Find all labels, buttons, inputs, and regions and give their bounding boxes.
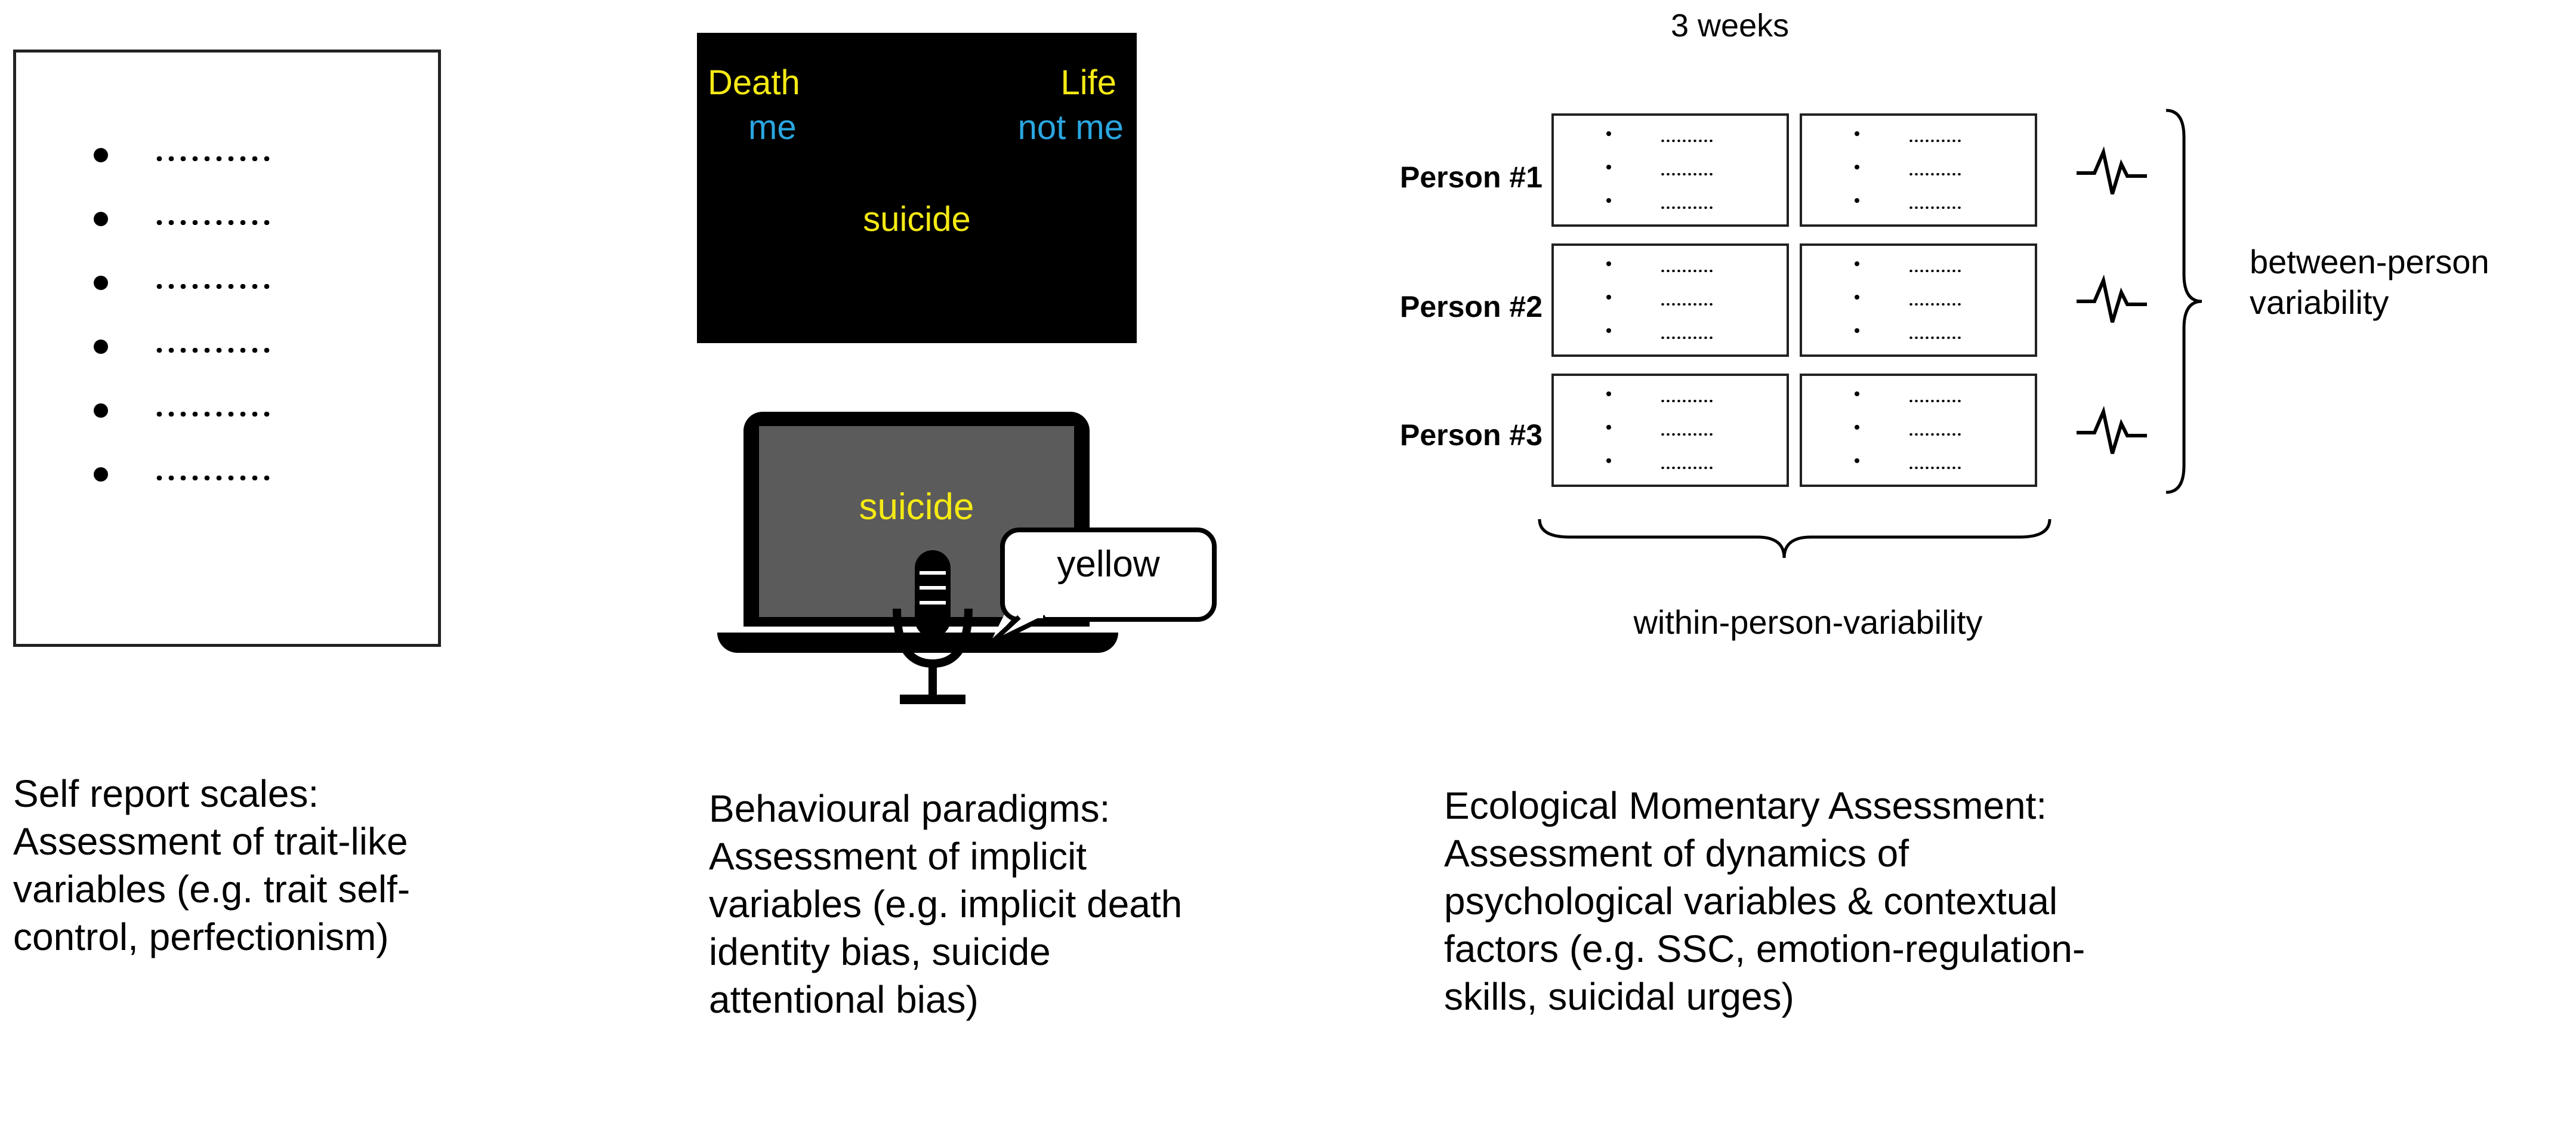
ema-dotted-line: [1660, 400, 1715, 402]
ema-bullet: [1606, 391, 1611, 396]
self-report-caption: Self report scales: Assessment of trait-…: [13, 772, 411, 958]
ema-dotted-line: [1908, 337, 1963, 339]
between-person-label: between-person variability: [2250, 243, 2489, 321]
microphone-and-speech-bubble: [893, 528, 1217, 704]
ema-bullet: [1606, 198, 1611, 203]
signal-trace-icon: [2077, 406, 2147, 454]
ema-week-box: [1551, 113, 1789, 227]
person-label: Person #2: [1399, 290, 1542, 323]
ema-bullet: [1855, 328, 1859, 333]
ema-bullet: [1855, 261, 1859, 266]
ema-dotted-line: [1908, 173, 1963, 175]
questionnaire-sheet: [13, 50, 441, 647]
speech-bubble-text: yellow: [1057, 544, 1160, 585]
ema-bullet: [1855, 198, 1859, 203]
signal-traces: [2077, 109, 2202, 494]
laptop-base: [717, 633, 1118, 653]
ema-dotted-line: [1660, 337, 1715, 339]
iat-target-word: suicide: [863, 200, 971, 239]
stroop-word: suicide: [859, 486, 974, 528]
iat-left-bottom-label: me: [748, 108, 797, 147]
ema-bullet: [1855, 295, 1859, 300]
bullet: [94, 148, 108, 162]
ema-bullet: [1606, 165, 1611, 169]
ema-week-box: [1551, 243, 1789, 357]
microphone-icon: [893, 550, 973, 704]
ema-week-box: [1800, 243, 2037, 357]
iat-screen: Death me Life not me suicide: [697, 33, 1137, 343]
behavioural-caption: Behavioural paradigms: Assessment of imp…: [709, 787, 1183, 1021]
bullet: [94, 212, 108, 226]
ema-week-box: [1551, 374, 1789, 487]
ema-dotted-line: [1908, 140, 1963, 142]
ema-week-box: [1800, 374, 2037, 487]
within-person-label: within-person-variability: [1633, 603, 1983, 641]
bullet: [94, 340, 108, 354]
ema-caption: Ecological Momentary Assessment: Assessm…: [1444, 784, 2086, 1018]
ema-bullet: [1606, 131, 1611, 136]
ema-bullet: [1855, 131, 1859, 136]
iat-right-bottom-label: not me: [1017, 108, 1124, 147]
ema-week-box: [1800, 113, 2037, 227]
ema-dotted-line: [1660, 270, 1715, 272]
iat-left-top-label: Death: [708, 63, 800, 102]
dotted-line: [153, 220, 273, 225]
ema-dotted-line: [1908, 400, 1963, 402]
person-label: Person #1: [1399, 161, 1542, 194]
dotted-line: [153, 412, 273, 417]
ema-dotted-line: [1908, 433, 1963, 436]
ema-dotted-line: [1908, 206, 1963, 209]
right-brace: [2165, 109, 2202, 494]
ema-bullet: [1855, 425, 1859, 430]
ema-bullet: [1606, 295, 1611, 300]
ema-bullet: [1855, 391, 1859, 396]
bullet: [94, 403, 108, 418]
signal-trace-icon: [2077, 275, 2147, 323]
ema-bullet: [1606, 458, 1611, 463]
ema-dotted-line: [1660, 206, 1715, 209]
ema-bullet: [1606, 328, 1611, 333]
ema-bullet: [1606, 261, 1611, 266]
dotted-line: [153, 284, 273, 289]
dotted-line: [153, 348, 273, 353]
ema-dotted-line: [1908, 270, 1963, 272]
ema-dotted-line: [1908, 467, 1963, 469]
speech-bubble: [988, 528, 1217, 647]
signal-trace-icon: [2077, 146, 2147, 195]
bottom-brace: [1538, 519, 2051, 559]
ema-grid: [1551, 113, 2047, 495]
ema-dotted-line: [1660, 140, 1715, 142]
ema-dotted-line: [1660, 433, 1715, 436]
ema-bullet: [1606, 425, 1611, 430]
ema-dotted-line: [1660, 467, 1715, 469]
ema-dotted-line: [1660, 303, 1715, 306]
ema-dotted-line: [1908, 303, 1963, 306]
dotted-line: [153, 476, 273, 480]
ema-bullet: [1855, 165, 1859, 169]
ema-dotted-line: [1660, 173, 1715, 175]
bullet: [94, 467, 108, 482]
iat-right-top-label: Life: [1060, 63, 1116, 102]
duration-label: 3 weeks: [1671, 8, 1790, 44]
person-label: Person #3: [1399, 418, 1542, 452]
ema-bullet: [1855, 458, 1859, 463]
dotted-line: [153, 156, 273, 161]
bottom-brace-icon: [1538, 519, 2051, 559]
bullet: [94, 276, 108, 290]
